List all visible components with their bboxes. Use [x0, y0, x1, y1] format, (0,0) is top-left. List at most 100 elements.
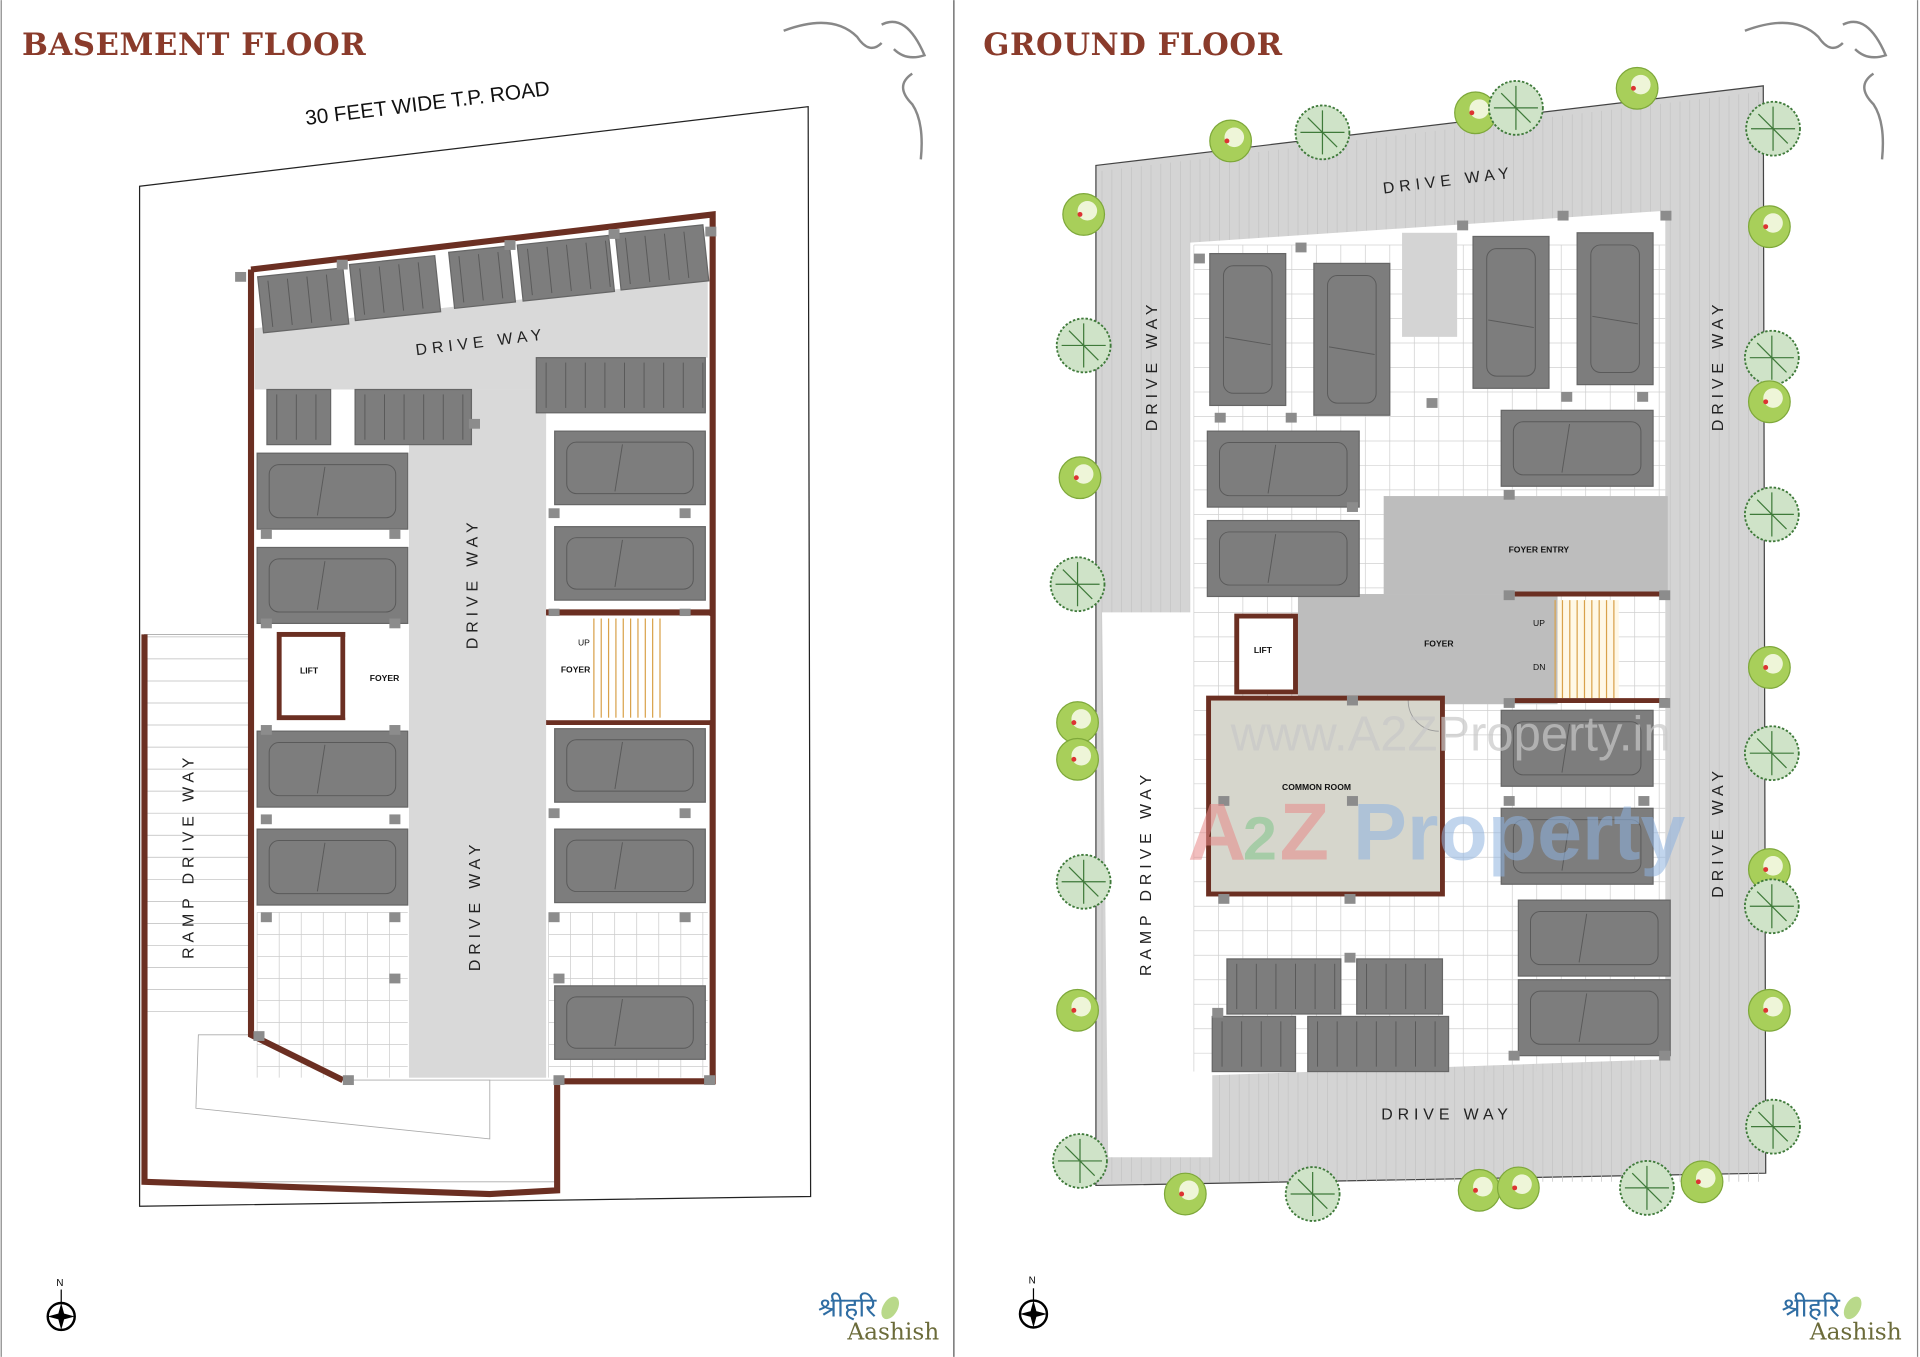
watermark-2: 2 [1243, 805, 1277, 873]
bike-parking [516, 234, 616, 302]
bike-icon [417, 262, 424, 309]
car-icon [1222, 265, 1273, 394]
bike-icon [286, 278, 293, 325]
bike-icon [477, 254, 484, 301]
tree-icon [1747, 205, 1791, 249]
logo-basement: श्रीहरि Aashish [818, 1291, 939, 1345]
car-icon [1327, 275, 1377, 404]
foyer-entry [1383, 496, 1668, 595]
logo-ground: श्रीहरि Aashish [1782, 1291, 1902, 1345]
tree-icon [1680, 1160, 1724, 1204]
bike-icon [585, 242, 592, 290]
logo-name: Aashish [846, 1319, 939, 1346]
basement-panel: BASEMENT FLOOR 30 FEET WIDE T.P. ROAD LI… [22, 20, 927, 1207]
foyer-label: FOYER [1424, 639, 1454, 649]
parking-bay [1206, 430, 1360, 508]
parking-bay [1206, 519, 1360, 598]
basement-driveway-vertical-1: DRIVE WAY [465, 518, 482, 650]
bike-icon [497, 252, 504, 299]
tree-icon [1049, 556, 1106, 613]
car-icon [1530, 990, 1659, 1045]
parking-bay [554, 985, 706, 1060]
tree-icon [1747, 380, 1791, 424]
logo-name: Aashish [1809, 1319, 1902, 1346]
basement-stair-up: UP [578, 637, 590, 647]
driveway-vertical [408, 389, 547, 1078]
parking-bay [256, 452, 409, 530]
car-icon [1219, 442, 1348, 497]
logo-devanagari: श्रीहरि [1782, 1291, 1841, 1323]
ground-title: GROUND FLOOR [983, 27, 1282, 63]
watermark-brand: A 2 Z Property [1188, 788, 1686, 878]
bike-parking [348, 254, 442, 322]
tree-icon [1488, 80, 1544, 136]
car-icon [1590, 244, 1640, 373]
tree-icon [1747, 988, 1791, 1032]
bike-icon [565, 244, 572, 292]
tree-icon [1062, 192, 1106, 236]
ground-driveway-bottom: DRIVE WAY [1381, 1106, 1513, 1123]
watermark-z: Z [1280, 788, 1329, 878]
ground-lift-label: LIFT [1254, 645, 1273, 655]
parking-bay [1500, 807, 1654, 885]
parking-bay [554, 526, 706, 601]
ground-driveway-left: DRIVE WAY [1144, 300, 1161, 432]
parking-bay [1517, 979, 1671, 1057]
car-icon [1219, 531, 1348, 586]
bike-parking [266, 388, 332, 446]
tree-icon [1743, 725, 1800, 782]
common-room [1206, 695, 1445, 897]
bike-icon [527, 248, 533, 296]
parking-bay [256, 828, 409, 906]
car-icon [1530, 911, 1659, 966]
parking-bay [554, 828, 706, 904]
bike-icon [325, 274, 332, 321]
car-icon [268, 558, 397, 613]
basement-driveway-vertical-2: DRIVE WAY [467, 840, 484, 972]
watermark-a: A [1188, 788, 1246, 878]
tree-icon [1619, 1160, 1675, 1216]
tree-icon [1457, 1168, 1501, 1212]
watermark-property: Property [1353, 788, 1685, 878]
tree-icon [1055, 853, 1112, 910]
tree-icon [1209, 119, 1253, 163]
parking-bay [554, 430, 706, 506]
bike-icon [398, 264, 405, 311]
bike-parking [256, 267, 350, 334]
ground-driveway-right-1: DRIVE WAY [1710, 300, 1727, 432]
bike-parking [1307, 1015, 1450, 1073]
car-icon [566, 996, 694, 1049]
ground-stair-down: DN [1533, 662, 1545, 672]
bike-icon [624, 237, 631, 285]
car-icon [268, 464, 397, 519]
parking-bay [1500, 409, 1654, 487]
plot-boundary [138, 105, 812, 1207]
bike-icon [267, 280, 274, 328]
common-room-label: COMMON ROOM [1282, 782, 1351, 792]
foyer-entry-label: FOYER ENTRY [1509, 544, 1570, 554]
parking-bay [1576, 232, 1654, 386]
ground-ramp-driveway: RAMP DRIVE WAY [1138, 770, 1155, 976]
parking-bay [256, 730, 409, 808]
car-icon [566, 537, 694, 590]
bike-icon [683, 231, 690, 279]
bike-parking [1226, 958, 1342, 1015]
tree-icon [1056, 737, 1099, 781]
bike-icon [306, 276, 313, 323]
tree-icon [1743, 878, 1800, 935]
bike-parking [354, 388, 473, 446]
ground-panel: GROUND FLOOR FOYER ENTRY FOYER UP DN LIF… [983, 20, 1888, 1222]
bike-parking [535, 357, 706, 414]
tree-icon [1294, 104, 1351, 161]
tree-icon [1052, 1133, 1108, 1189]
bike-icon [604, 240, 611, 287]
tree-icon [1056, 701, 1099, 745]
bike-icon [663, 233, 670, 281]
logo-devanagari: श्रीहरि [818, 1291, 877, 1323]
car-icon [1512, 721, 1642, 776]
ground-lift [1234, 613, 1298, 695]
bike-icon [546, 246, 553, 294]
foyer [1297, 594, 1516, 705]
parking-bay [1313, 262, 1391, 416]
ground-driveway-right-2: DRIVE WAY [1710, 766, 1727, 898]
